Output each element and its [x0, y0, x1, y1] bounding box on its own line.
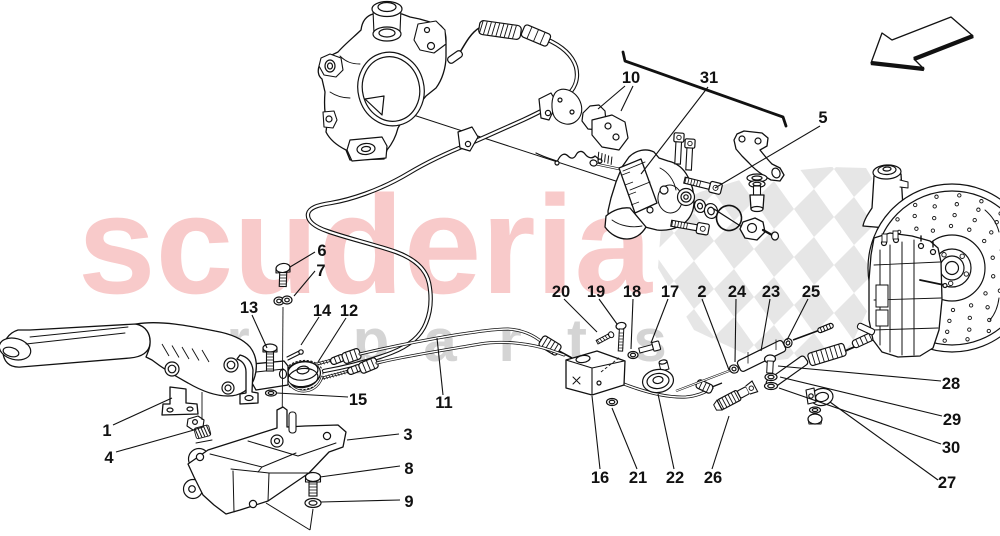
svg-text:2: 2	[697, 283, 706, 301]
svg-text:20: 20	[552, 283, 570, 301]
svg-text:1: 1	[102, 422, 111, 440]
svg-text:17: 17	[661, 283, 679, 301]
svg-text:r: r	[498, 307, 521, 374]
svg-text:14: 14	[313, 302, 332, 320]
svg-text:18: 18	[623, 283, 641, 301]
svg-text:13: 13	[240, 299, 258, 317]
svg-text:22: 22	[666, 469, 684, 487]
svg-text:25: 25	[802, 283, 820, 301]
svg-text:16: 16	[591, 469, 609, 487]
svg-text:6: 6	[317, 242, 326, 260]
svg-text:31: 31	[700, 69, 718, 87]
svg-text:28: 28	[942, 375, 960, 393]
svg-text:26: 26	[704, 469, 722, 487]
svg-text:30: 30	[942, 439, 960, 457]
svg-text:5: 5	[818, 109, 827, 127]
svg-text:7: 7	[316, 262, 325, 280]
svg-text:4: 4	[104, 449, 114, 467]
svg-text:19: 19	[587, 283, 605, 301]
svg-text:9: 9	[404, 493, 413, 511]
svg-text:12: 12	[340, 302, 358, 320]
svg-text:21: 21	[629, 469, 647, 487]
svg-text:11: 11	[435, 394, 452, 412]
svg-text:29: 29	[943, 411, 961, 429]
svg-text:10: 10	[622, 69, 640, 87]
svg-text:15: 15	[349, 391, 367, 409]
svg-text:3: 3	[403, 426, 412, 444]
svg-text:8: 8	[404, 460, 413, 478]
svg-text:23: 23	[762, 283, 780, 301]
svg-text:24: 24	[728, 283, 747, 301]
svg-text:27: 27	[938, 474, 956, 492]
